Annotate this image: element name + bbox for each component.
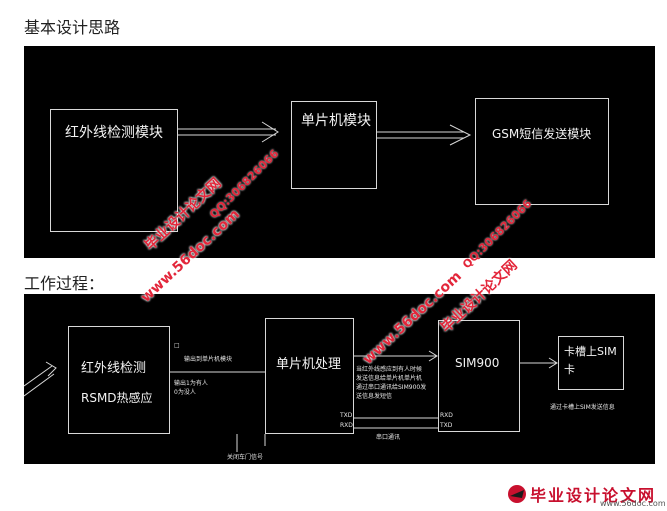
gsm-module-label: GSM短信发送模块	[492, 127, 592, 141]
square-marker: □	[174, 342, 180, 349]
footer-brand: 毕业设计论文网	[530, 486, 657, 505]
footer-url: www.56doc.com	[600, 499, 666, 508]
sim900-box: SIM900	[438, 320, 520, 432]
note-output-mcu: 输出到单片机模块	[184, 356, 233, 363]
serial-comm-label: 串口通讯	[376, 434, 401, 441]
diagram-process-panel: 红外线检测 RSMD热感应 单片机处理 SIM900 卡槽上SIM 卡 □ 输出…	[24, 294, 655, 464]
infrared-sensor-box: 红外线检测 RSMD热感应	[68, 326, 170, 434]
sim-card-label-2: 卡	[564, 363, 575, 376]
txd-left-label: TXD	[340, 412, 353, 419]
infrared-sensor-label-1: 红外线检测	[81, 361, 147, 376]
sim-card-box: 卡槽上SIM 卡	[558, 336, 624, 390]
infrared-module-label: 红外线检测模块	[65, 125, 163, 141]
gsm-module-box: GSM短信发送模块	[475, 98, 609, 205]
txd-right-label: TXD	[440, 422, 453, 429]
note-mcu-desc-line2: 发送信息给单片机单片机	[356, 375, 423, 382]
mcu-module-box: 单片机模块	[291, 101, 377, 189]
diagram-design-panel: 红外线检测模块 单片机模块 GSM短信发送模块	[24, 46, 655, 258]
sim900-label: SIM900	[455, 356, 500, 370]
infrared-sensor-label-2: RSMD热感应	[81, 391, 153, 405]
diagram-design-arrows	[178, 121, 472, 146]
note-mcu-desc-line1: 当红外线感应到有人时候	[356, 366, 423, 373]
note-output-1-line2: 0为没人	[174, 389, 196, 396]
sim-card-label-1: 卡槽上SIM	[564, 345, 617, 358]
rxd-left-label: RXD	[340, 422, 353, 429]
diagram-process-connectors	[24, 350, 558, 452]
close-door-label: 关闭车门信号	[227, 454, 264, 461]
sim-send-label: 通过卡槽上SIM发送信息	[550, 404, 615, 411]
brand-logo-icon	[508, 485, 526, 503]
heading-design-idea: 基本设计思路	[24, 18, 121, 37]
mcu-module-label: 单片机模块	[301, 113, 371, 129]
note-output-1-line1: 输出1为有人	[174, 380, 208, 387]
infrared-module-box: 红外线检测模块	[50, 109, 178, 232]
note-mcu-desc-line4: 送信息发短信	[356, 393, 393, 400]
mcu-process-label: 单片机处理	[276, 357, 342, 372]
note-mcu-desc-line3: 通过串口通讯给SIM900发	[356, 384, 427, 391]
heading-process: 工作过程：	[24, 274, 105, 293]
rxd-right-label: RXD	[440, 412, 453, 419]
mcu-process-box: 单片机处理	[265, 318, 354, 434]
